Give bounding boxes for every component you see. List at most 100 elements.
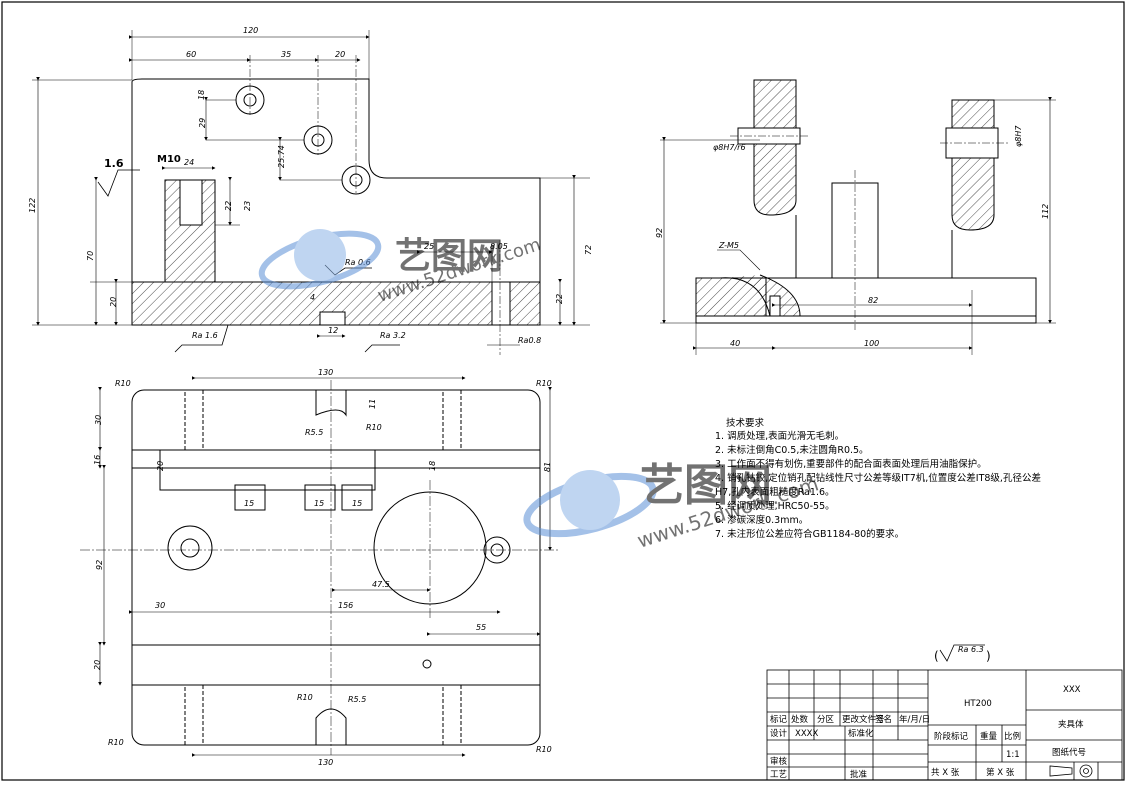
dim-70: 70 (86, 251, 95, 261)
tb-stage-label: 阶段标记 (934, 731, 969, 742)
dim-100: 100 (864, 339, 879, 348)
tb-h-docno: 更改文件号 (842, 714, 885, 725)
dim-15-a: 15 (244, 499, 254, 508)
tech-item-6: 6. 渗碳深度0.3mm。 (715, 514, 808, 526)
tb-process-label: 工艺 (770, 770, 787, 780)
r10-bottom: R10 (297, 693, 313, 702)
roughness-ra06: Ra 0.6 (345, 258, 371, 267)
front-view-labels: 120 60 35 20 122 70 20 18 29 25.74 24 22… (28, 26, 593, 345)
thread-m10: M10 (157, 154, 181, 165)
tb-sheet-no: 第 X 张 (986, 767, 1015, 778)
tech-item-4: 4. 销孔钻铰,定位销孔配钻线性尺寸公差等级IT7机,位置度公差IT8级,孔径公… (715, 472, 1041, 484)
dim-22-right: 22 (555, 294, 564, 304)
dim-15-c: 15 (352, 499, 362, 508)
r10-tl: R10 (115, 379, 131, 388)
tb-material: HT200 (964, 699, 992, 709)
dim-82: 82 (868, 296, 878, 305)
roughness-1-6: 1.6 (104, 157, 124, 170)
dim-120: 120 (243, 26, 258, 35)
dim-122: 122 (28, 198, 37, 213)
dim-25: 25 (424, 242, 434, 251)
fit-8h7: φ8H7/r6 (713, 143, 746, 152)
side-view (660, 79, 1056, 355)
r10-bl: R10 (108, 738, 124, 747)
r10-tr: R10 (536, 379, 552, 388)
r5-5-top: R5.5 (305, 428, 323, 437)
fit-h7: φ8H7 (1014, 125, 1023, 147)
r10-br: R10 (536, 745, 552, 754)
dim-8-05: 8.05 (490, 242, 508, 251)
tb-part-name: 夹具体 (1058, 719, 1084, 730)
r5-5-bottom: R5.5 (348, 695, 366, 704)
roughness-paren-close: ) (986, 649, 991, 663)
tb-standardize-label: 标准化 (848, 728, 874, 739)
tb-h-date: 年/月/日 (899, 714, 930, 725)
dim-18: 18 (197, 90, 206, 100)
title-block (766, 669, 1123, 781)
general-roughness-symbol (939, 644, 985, 662)
dim-25-74: 25.74 (277, 145, 286, 168)
dim-92-plan: 92 (95, 560, 104, 570)
dim-22: 22 (224, 201, 233, 211)
dim-24: 24 (184, 158, 194, 167)
dim-92: 92 (655, 228, 664, 238)
dim-55: 55 (476, 623, 486, 632)
dim-72: 72 (584, 245, 593, 255)
dim-20-lower: 20 (93, 660, 102, 670)
tech-item-2: 2. 未标注倒角C0.5,未注圆角R0.5。 (715, 444, 869, 456)
tb-weight-label: 重量 (980, 731, 998, 742)
dim-29: 29 (198, 118, 207, 128)
tb-scale: 1:1 (1006, 750, 1020, 760)
tb-design-label: 设计 (770, 728, 788, 739)
dim-12: 12 (328, 326, 338, 335)
plan-view (80, 376, 560, 757)
dim-81: 81 (543, 462, 552, 472)
dim-18-plan: 18 (428, 461, 437, 471)
tb-h-mark: 标记 (770, 714, 788, 725)
watermark-cn-2: 艺图网 (640, 460, 772, 511)
dim-130-bottom: 130 (318, 758, 333, 767)
tech-item-3: 3. 工作面不得有划伤,重要部件的配合面表面处理后用油脂保护。 (715, 458, 987, 470)
dim-20-plan: 20 (156, 461, 165, 471)
r10-slot: R10 (366, 423, 382, 432)
dim-40: 40 (730, 339, 740, 348)
watermark-globe-icon (294, 229, 346, 281)
dim-112: 112 (1041, 204, 1050, 219)
dim-11: 11 (368, 399, 377, 409)
plan-view-labels: R10 R10 R10 R10 130 130 30 16 20 18 81 9… (93, 368, 552, 767)
watermark-cn: 艺图网 (395, 236, 503, 277)
tech-item-4b: H7,孔内表面粗糙度Ra1.6。 (715, 486, 835, 498)
tb-company: XXX (1063, 685, 1081, 695)
dim-30-left: 30 (94, 415, 103, 425)
dim-130-top: 130 (318, 368, 333, 377)
tb-designer: XXXX (795, 729, 818, 739)
general-roughness: Ra 6.3 (958, 645, 984, 654)
tb-sheets-total: 共 X 张 (931, 768, 960, 778)
dim-47-5: 47.5 (372, 580, 390, 589)
watermark-globe-icon-2 (560, 470, 620, 530)
dim-156: 156 (338, 601, 353, 610)
front-view (32, 30, 590, 355)
tb-scale-label: 比例 (1004, 731, 1021, 742)
roughness-ra08: Ra0.8 (518, 336, 541, 345)
tb-h-zone: 分区 (817, 715, 835, 725)
tb-h-count: 处数 (791, 714, 809, 725)
dim-16: 16 (93, 455, 102, 465)
dim-23: 23 (243, 201, 252, 211)
dim-15-b: 15 (314, 499, 324, 508)
tech-item-7: 7. 未注形位公差应符合GB1184-80的要求。 (715, 528, 904, 540)
side-view-labels: 92 112 40 100 82 φ8H7/r6 φ8H7 Z-M5 (655, 125, 1050, 348)
tb-drawing-code-label: 图纸代号 (1052, 747, 1086, 758)
tech-requirements: 技术要求 1. 调质处理,表面光滑无毛刺。 2. 未标注倒角C0.5,未注圆角R… (715, 417, 1041, 663)
roughness-ra32: Ra 3.2 (380, 331, 406, 340)
label-z-m5: Z-M5 (718, 241, 739, 250)
tb-h-sign: 签名 (875, 714, 892, 725)
roughness-paren-open: ( (934, 649, 939, 663)
tech-heading: 技术要求 (726, 417, 765, 429)
dim-30-plan: 30 (155, 601, 165, 610)
tech-item-5: 5. 经调质处理,HRC50-55。 (715, 500, 835, 512)
tech-item-1: 1. 调质处理,表面光滑无毛刺。 (715, 430, 844, 442)
